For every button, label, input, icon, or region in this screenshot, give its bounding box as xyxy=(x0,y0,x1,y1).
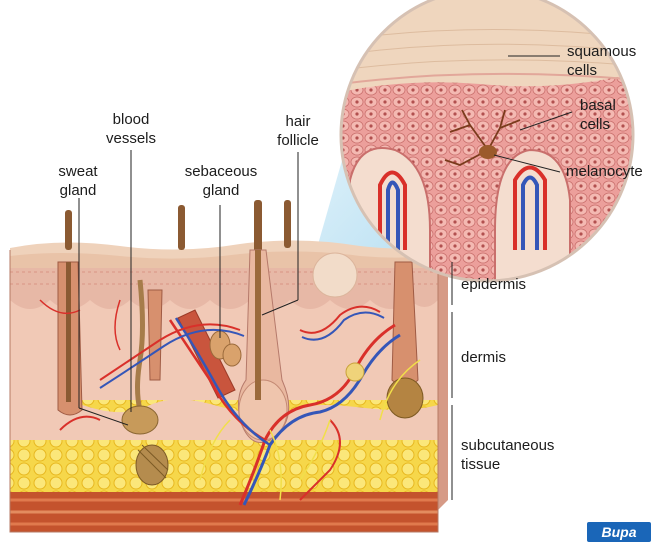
label-sebaceous-line1: sebaceous xyxy=(176,162,266,181)
label-hair-line1: hair xyxy=(268,112,328,131)
label-sebaceous-gland: sebaceous gland xyxy=(176,162,266,200)
label-blood-line1: blood xyxy=(101,110,161,129)
label-squamous-line2: cells xyxy=(567,61,636,80)
label-sweat-gland: sweat gland xyxy=(47,162,109,200)
label-hair-line2: follicle xyxy=(268,131,328,150)
label-basal-line1: basal xyxy=(580,96,616,115)
label-squamous-cells: squamous cells xyxy=(567,42,636,80)
bupa-watermark-logo: Bupa xyxy=(587,522,651,542)
label-subcutaneous-line1: subcutaneous xyxy=(461,436,554,455)
label-hair-follicle: hair follicle xyxy=(268,112,328,150)
label-epidermis: epidermis xyxy=(461,275,526,294)
label-squamous-line1: squamous xyxy=(567,42,636,61)
corpuscle xyxy=(346,363,364,381)
label-basal-line2: cells xyxy=(580,115,616,134)
label-melanocyte: melanocyte xyxy=(566,162,643,181)
label-sweat-line2: gland xyxy=(47,181,109,200)
label-dermis: dermis xyxy=(461,348,506,367)
label-blood-vessels: blood vessels xyxy=(101,110,161,148)
label-subcutaneous-tissue: subcutaneous tissue xyxy=(461,436,554,474)
label-blood-line2: vessels xyxy=(101,129,161,148)
label-sebaceous-line2: gland xyxy=(176,181,266,200)
label-subcutaneous-line2: tissue xyxy=(461,455,554,474)
label-sweat-line1: sweat xyxy=(47,162,109,181)
label-basal-cells: basal cells xyxy=(580,96,616,134)
